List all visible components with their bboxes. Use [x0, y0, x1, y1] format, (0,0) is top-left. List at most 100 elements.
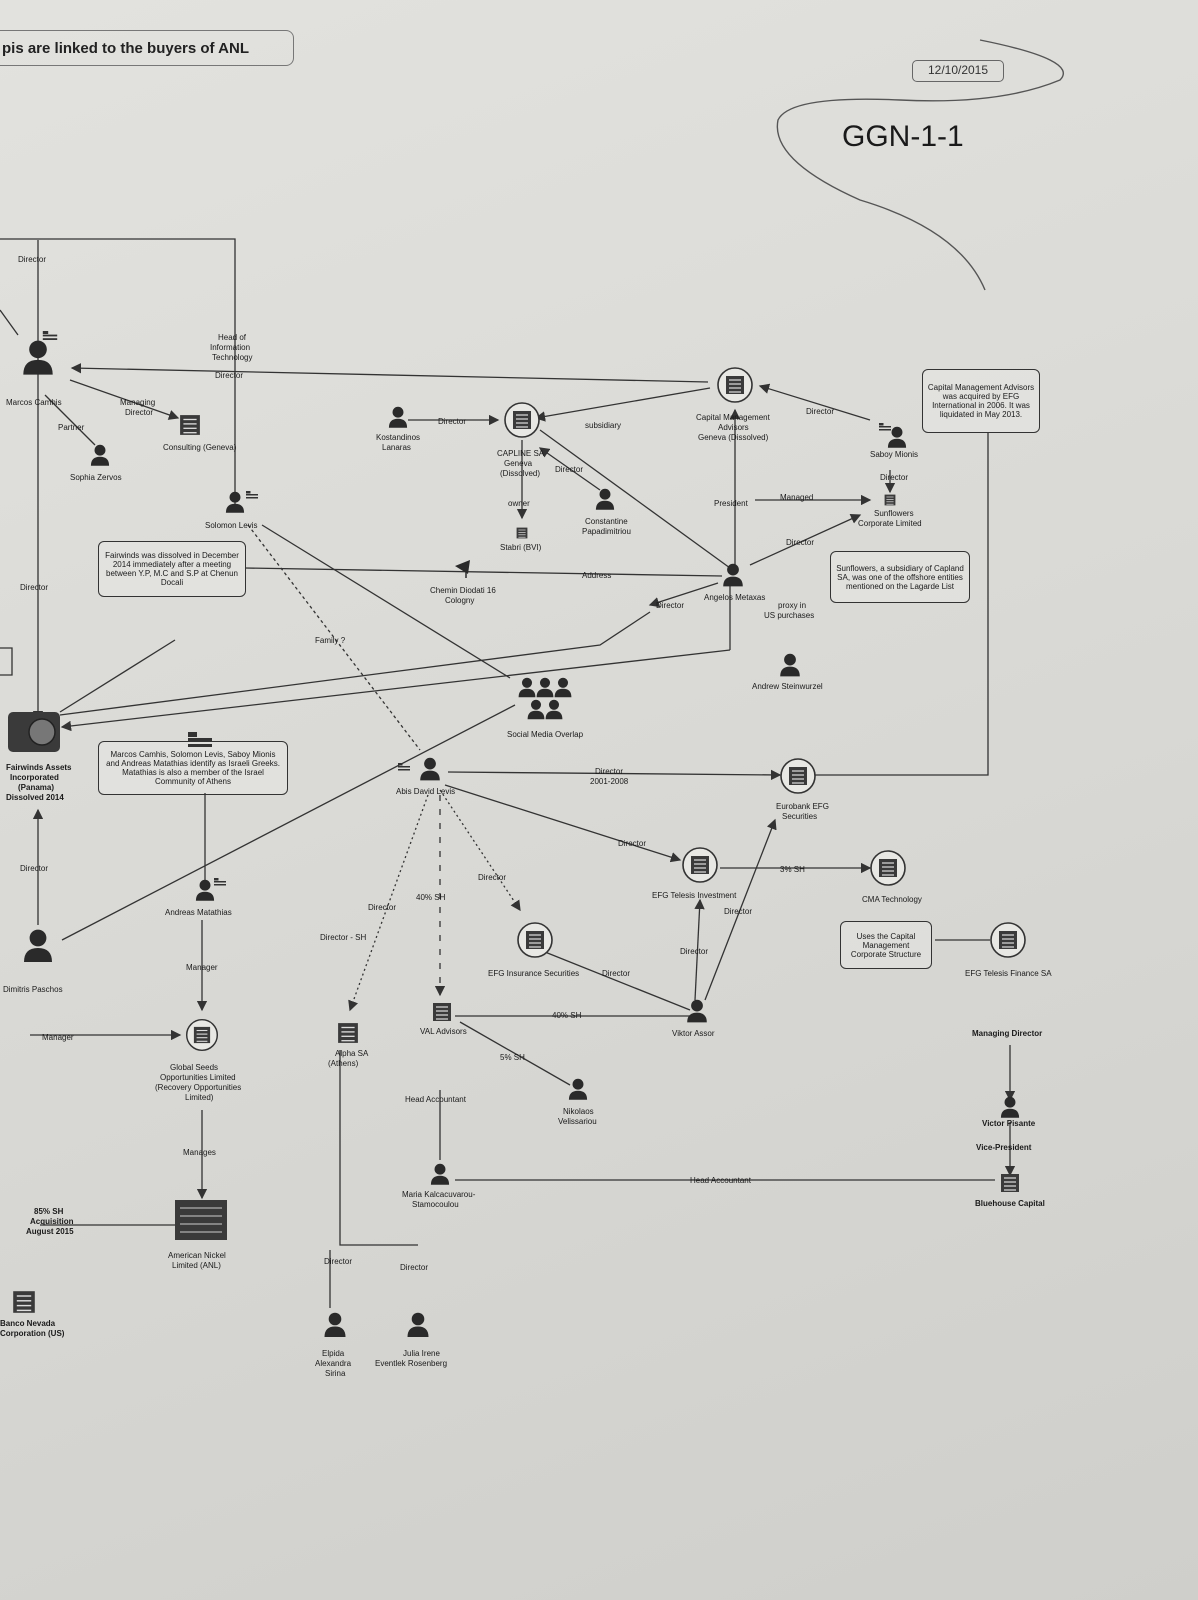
- edge-address: [244, 567, 723, 577]
- label-global-0: Global Seeds: [170, 1063, 218, 1072]
- label-anl-1: Limited (ANL): [172, 1261, 221, 1270]
- label-consulting: Consulting (Geneva): [163, 443, 237, 452]
- edge-label-director-viktor: Director: [724, 907, 752, 916]
- label-fairwinds-1: Incorporated: [10, 773, 59, 782]
- label-banco-1: Corporation (US): [0, 1329, 65, 1338]
- edge-label-director-years-0: Director: [595, 767, 623, 776]
- edge-label-director-abis: Director: [368, 903, 396, 912]
- edge-abis-alpha: [348, 794, 429, 1012]
- label-cma-tech: CMA Technology: [862, 895, 922, 904]
- node-saboy: Saboy Mionis: [870, 423, 918, 459]
- label-global-3: Limited): [185, 1093, 214, 1102]
- label-capline-0: CAPLINE SA: [497, 449, 545, 458]
- edge-label-director-cma: Director: [806, 407, 834, 416]
- note-sunflowers: Sunflowers, a subsidiary of Capland SA, …: [830, 551, 970, 603]
- edge-label-sh-40-val: 40% SH: [552, 1011, 582, 1020]
- edge-label-proxy-0: proxy in: [778, 601, 806, 610]
- edge-alpha-elpida: [339, 1050, 418, 1246]
- edge-label-subsidiary: subsidiary: [585, 421, 621, 430]
- node-andrew: Andrew Steinwurzel: [752, 653, 823, 691]
- edge-label-managing-0: Managing: [120, 398, 155, 407]
- label-elpida-0: Elpida: [322, 1349, 345, 1358]
- edge-social-dimitris: [61, 704, 516, 941]
- edge-partner: [44, 394, 96, 446]
- label-constantine-1: Papadimitriou: [582, 527, 631, 536]
- label-efg-insurance: EFG Insurance Securities: [488, 969, 579, 978]
- label-capline-1: Geneva: [504, 459, 533, 468]
- label-solomon: Solomon Levis: [205, 521, 257, 530]
- label-sunflowers-1: Corporate Limited: [858, 519, 922, 528]
- node-social: Social Media Overlap: [507, 677, 584, 739]
- edge-solomon-family: [247, 524, 421, 751]
- node-alpha: Alpha SA (Athens): [328, 1022, 369, 1068]
- label-alpha-1: (Athens): [328, 1059, 359, 1068]
- label-cma-1: Advisors: [718, 423, 749, 432]
- edge-viktor-insurance: [544, 951, 691, 1011]
- edge-label-director-years-1: 2001-2008: [590, 777, 629, 786]
- edge-labels: Director Head of Information Technology …: [18, 255, 1042, 1272]
- node-cma-tech: CMA Technology: [862, 851, 922, 904]
- edge-val-nikolaos: [459, 1021, 571, 1086]
- edge-label-manager: Manager: [186, 963, 218, 972]
- label-kostandinos-0: Kostandinos: [376, 433, 420, 442]
- node-julia: Julia Irene Eventlek Rosenberg: [375, 1312, 447, 1368]
- edge-label-manager-dimitris: Manager: [42, 1033, 74, 1042]
- handwritten-code: GGN-1-1: [842, 120, 964, 153]
- label-val: VAL Advisors: [420, 1027, 467, 1036]
- node-nikolaos: Nikolaos Velissariou: [558, 1078, 597, 1126]
- label-capline-2: (Dissolved): [500, 469, 540, 478]
- label-sophia: Sophia Zervos: [70, 473, 122, 482]
- label-efg-telesis: EFG Telesis Investment: [652, 891, 737, 900]
- label-eurobank-0: Eurobank EFG: [776, 802, 829, 811]
- label-eurobank-1: Securities: [782, 812, 817, 821]
- edge-175: [59, 639, 176, 713]
- node-anl: American Nickel Limited (ANL): [168, 1200, 227, 1270]
- edge-label-director-dimitris: Director: [20, 864, 48, 873]
- label-victor: Victor Pisante: [982, 1119, 1036, 1128]
- label-fairwinds-2: (Panama): [18, 783, 54, 792]
- label-global-2: (Recovery Opportunities: [155, 1083, 241, 1092]
- edge-abis-insurance: [439, 789, 521, 912]
- edge-label-head-accountant: Head Accountant: [690, 1176, 752, 1185]
- node-bluehouse: Bluehouse Capital: [975, 1173, 1045, 1208]
- node-dimitris: Dimitris Paschos: [3, 929, 63, 994]
- edge-label-sh-40: 40% SH: [416, 893, 446, 902]
- edge-label-director-sh: Director - SH: [320, 933, 366, 942]
- edge-label-director-kost: Director: [438, 417, 466, 426]
- node-banco: Banco Nevada Corporation (US): [0, 1290, 65, 1338]
- edge-label-sh-5: 5% SH: [500, 1053, 525, 1062]
- label-sunflowers-0: Sunflowers: [874, 509, 914, 518]
- flag-israel-icon: [188, 732, 212, 747]
- edge-label-director-fairwinds: Director: [20, 583, 48, 592]
- node-victor: Victor Pisante: [982, 1096, 1036, 1128]
- label-maria-1: Stamocoulou: [412, 1200, 459, 1209]
- edge-label-acq-0: 85% SH: [34, 1207, 64, 1216]
- node-constantine: Constantine Papadimitriou: [582, 488, 631, 536]
- title-banner: pis are linked to the buyers of ANL: [0, 30, 294, 66]
- label-maria-0: Maria Kalcacuvarou-: [402, 1190, 476, 1199]
- label-efg-finance: EFG Telesis Finance SA: [965, 969, 1052, 978]
- edge-managing-director: [69, 379, 180, 420]
- label-cma-0: Capital Management: [696, 413, 771, 422]
- label-abis: Abis David Levis: [396, 787, 455, 796]
- node-efg-insurance: EFG Insurance Securities: [488, 923, 579, 978]
- label-nikolaos-0: Nikolaos: [563, 1107, 594, 1116]
- label-stabri: Stabri (BVI): [500, 543, 542, 552]
- edge-label-managed: Managed: [780, 493, 813, 502]
- label-chemin-0: Chemin Diodati 16: [430, 586, 496, 595]
- edge-top-bracket: [0, 238, 236, 505]
- edge-label-director-left: Director: [656, 601, 684, 610]
- edge-label-headit-2: Technology: [212, 353, 252, 362]
- node-solomon: Solomon Levis: [205, 491, 258, 530]
- node-global: Global Seeds Opportunities Limited (Reco…: [155, 1020, 241, 1102]
- handwriting: GGN-1-1: [776, 39, 1064, 291]
- edge-label-director-telesis: Director: [618, 839, 646, 848]
- node-consulting: Consulting (Geneva): [163, 414, 237, 452]
- label-social: Social Media Overlap: [507, 730, 584, 739]
- node-maria: Maria Kalcacuvarou- Stamocoulou: [402, 1163, 476, 1209]
- node-efg-finance: EFG Telesis Finance SA: [965, 923, 1052, 978]
- node-eurobank: Eurobank EFG Securities: [776, 759, 829, 821]
- edge-label-director-angelos: Director: [786, 538, 814, 547]
- edge-label-director-top: Director: [18, 255, 46, 264]
